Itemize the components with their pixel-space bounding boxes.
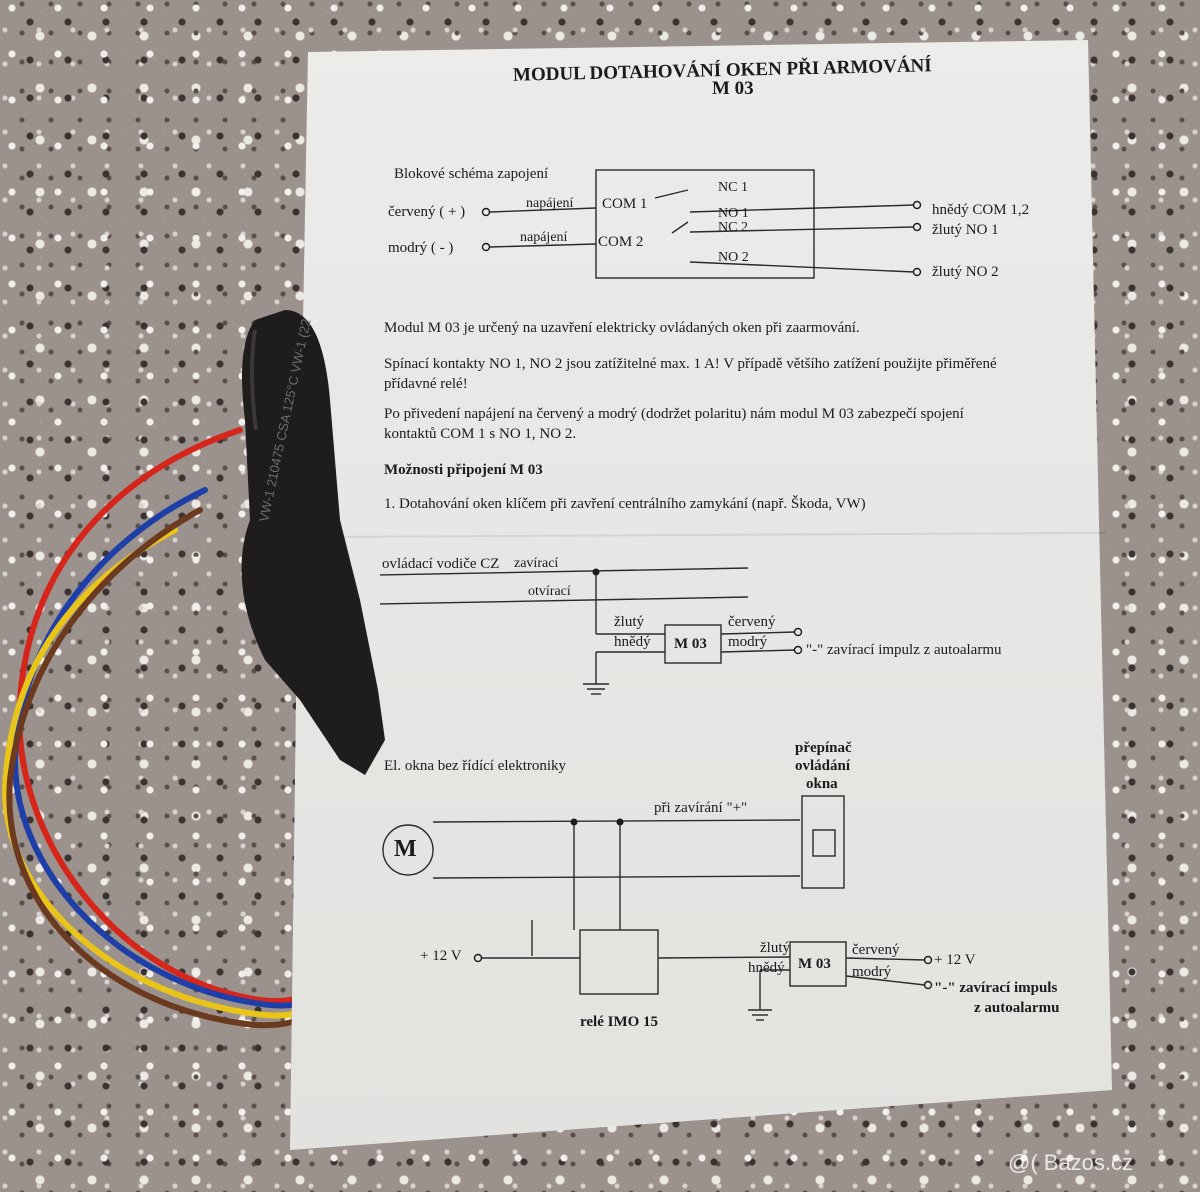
m03-box-2: M 03	[798, 956, 831, 972]
blue-minus-label: modrý ( - )	[388, 240, 454, 256]
impulse-label-2b: z autoalarmu	[974, 1000, 1060, 1016]
options-heading: Možnosti připojení M 03	[384, 462, 543, 478]
heat-shrink-module	[241, 310, 385, 775]
zluty-label-1: žlutý	[614, 614, 644, 630]
brown-com-label: hnědý COM 1,2	[932, 202, 1030, 218]
nc1-label: NC 1	[718, 180, 748, 195]
plus12v-label-2: + 12 V	[934, 952, 976, 968]
doc-subtitle: M 03	[712, 78, 754, 99]
cerveny-label-2: červený	[852, 942, 900, 958]
com2-label: COM 2	[598, 234, 644, 250]
watermark: @( Bazos.cz	[1008, 1150, 1134, 1175]
motor-symbol: M	[394, 836, 417, 862]
paragraph-1: Modul M 03 je určený na uzavření elektri…	[384, 320, 860, 336]
hnedy-label-1: hnědý	[614, 634, 651, 650]
modry-label-1: modrý	[728, 634, 768, 650]
paragraph-2b: přídavné relé!	[384, 376, 468, 392]
pri-zavirani-label: při zavírání "+"	[654, 800, 748, 816]
cerveny-label-1: červený	[728, 614, 776, 630]
option-1-text: 1. Dotahování oken klíčem při zavření ce…	[384, 496, 866, 512]
switch-label-3: okna	[806, 776, 838, 792]
com1-label: COM 1	[602, 196, 648, 212]
no1-label: NO 1	[718, 206, 749, 221]
otviraci-label: otvírací	[528, 584, 571, 599]
modry-label-2: modrý	[852, 964, 892, 980]
switch-label-2: ovládání	[795, 758, 851, 774]
el-okna-label: El. okna bez řídící elektroniky	[384, 758, 567, 774]
napajeni-label-2: napájení	[520, 230, 568, 245]
paragraph-2a: Spínací kontakty NO 1, NO 2 jsou zatížit…	[384, 356, 997, 372]
m03-box-1: M 03	[674, 636, 707, 652]
hnedy-label-2: hnědý	[748, 960, 785, 976]
switch-label-1: přepínač	[795, 740, 852, 756]
zluty-label-2: žlutý	[760, 940, 790, 956]
paragraph-3a: Po přivedení napájení na červený a modrý…	[384, 406, 964, 422]
block-label: Blokové schéma zapojení	[394, 166, 549, 182]
cz-wires-label: ovládací vodiče CZ	[382, 556, 500, 572]
impulse-label-1: "-" zavírací impulz z autoalarmu	[806, 642, 1002, 658]
nc2-label: NC 2	[718, 220, 748, 235]
plus12v-label-1: + 12 V	[420, 948, 462, 964]
napajeni-label-1: napájení	[526, 196, 574, 211]
impulse-label-2a: "-" zavírací impuls	[934, 980, 1058, 996]
yellow-no1-label: žlutý NO 1	[932, 222, 999, 238]
yellow-no2-label: žlutý NO 2	[932, 264, 999, 280]
paragraph-3b: kontaktů COM 1 s NO 1, NO 2.	[384, 426, 577, 442]
rele-label: relé IMO 15	[580, 1014, 659, 1030]
no2-label: NO 2	[718, 250, 749, 265]
zaviraci-label: zavírací	[514, 556, 559, 571]
red-plus-label: červený ( + )	[388, 204, 466, 220]
